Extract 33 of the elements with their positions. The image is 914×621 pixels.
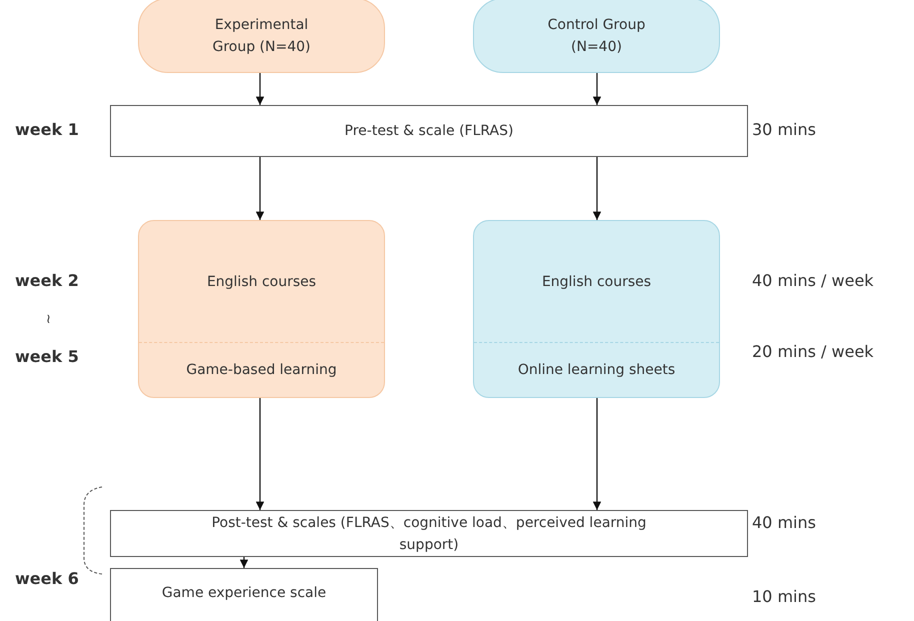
duration-label: 10 mins [752,587,816,606]
group-pill [473,0,720,73]
week-label: week 1 [15,120,79,139]
box-text: Experimental Group (N=40) [211,16,312,56]
box-text: Control Group (N=40) [546,16,646,56]
process-box [110,568,378,621]
arrow [256,73,264,105]
activity-text: Online learning sheets [518,361,676,380]
duration-label: 40 mins [752,513,816,532]
duration-label: 30 mins [752,120,816,139]
group-pill [138,0,385,73]
activity-text: Game-based learning [186,361,337,380]
activity-text: English courses [206,272,316,292]
box-text: Pre-test & scale (FLRAS) [344,122,514,141]
arrow [240,557,248,568]
arrow [592,157,602,220]
box-text: Game experience scale [162,584,326,603]
duration-label: 20 mins / week [752,342,874,361]
arrow [592,73,602,105]
week-label: week 5 [15,347,79,366]
arrow [256,157,264,220]
arrow [592,398,602,510]
activity-box [473,220,720,398]
week-label: week 2 [15,271,79,290]
range-sign: ≀ [46,312,51,327]
process-box [110,105,748,157]
process-box [110,510,748,557]
arrow [256,398,264,510]
box-text: Post-test & scales (FLRAS、cognitive load、perceived learning support) [210,514,648,554]
activity-text: English courses [542,272,652,292]
activity-box [138,220,385,398]
duration-label: 40 mins / week [752,271,874,290]
week-label: week 6 [15,569,79,588]
